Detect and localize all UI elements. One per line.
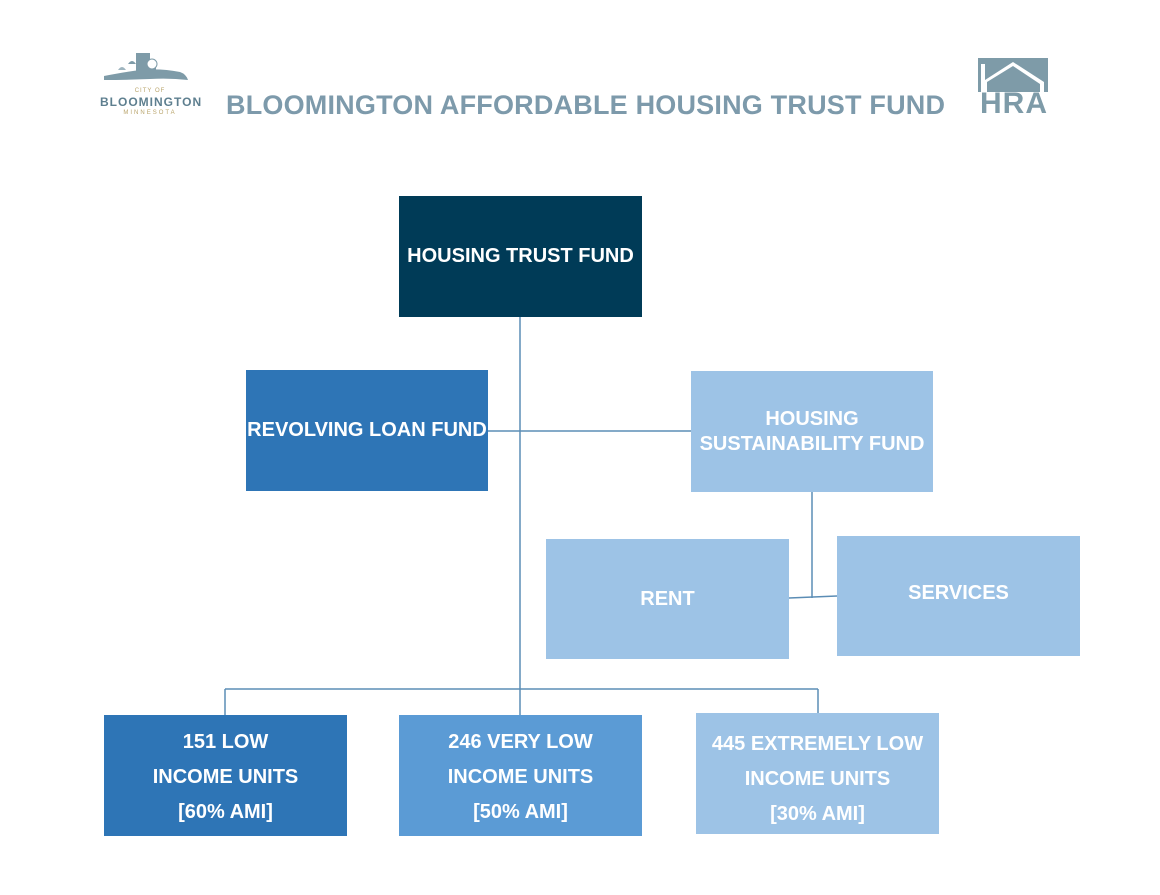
sustainability-line2: SUSTAINABILITY FUND xyxy=(699,432,925,455)
low-income-line3: [60% AMI] xyxy=(178,801,273,823)
rent-label: RENT xyxy=(640,587,695,610)
extremely-low-income-line1: 445 EXTREMELY LOW xyxy=(711,733,924,755)
extremely-low-income-line2: INCOME UNITS xyxy=(744,768,891,790)
very-low-income-line2: INCOME UNITS xyxy=(447,766,594,788)
low-income-units-node: 151 LOW INCOME UNITS [60% AMI] xyxy=(104,715,347,836)
very-low-income-line3: [50% AMI] xyxy=(473,801,568,823)
sustainability-line1: HOUSING xyxy=(765,407,859,430)
very-low-income-units-node: 246 VERY LOW INCOME UNITS [50% AMI] xyxy=(399,715,642,836)
house-roof-icon xyxy=(978,58,1048,92)
extremely-low-income-units-node: 445 EXTREMELY LOW INCOME UNITS [30% AMI] xyxy=(696,713,939,834)
rent-node: RENT xyxy=(546,539,789,659)
extremely-low-income-line3: [30% AMI] xyxy=(770,803,865,825)
low-income-line2: INCOME UNITS xyxy=(152,766,299,788)
logo-bloomington-text: BLOOMINGTON xyxy=(100,95,203,109)
hra-logo: HRA xyxy=(978,58,1050,120)
services-node: SERVICES xyxy=(837,536,1080,656)
housing-sustainability-fund-node: HOUSING SUSTAINABILITY FUND xyxy=(691,371,933,492)
logo-minnesota-text: MINNESOTA xyxy=(123,110,177,116)
very-low-income-line1: 246 VERY LOW xyxy=(448,731,593,753)
services-label: SERVICES xyxy=(908,581,1009,604)
logo-city-of-text: CITY OF xyxy=(134,88,166,94)
hra-text: HRA xyxy=(980,87,1048,120)
page-title: BLOOMINGTON AFFORDABLE HOUSING TRUST FUN… xyxy=(226,90,946,120)
revolving-loan-fund-node: REVOLVING LOAN FUND xyxy=(246,370,488,491)
low-income-line1: 151 LOW xyxy=(182,731,269,753)
housing-trust-fund-label: HOUSING TRUST FUND xyxy=(407,245,634,267)
revolving-loan-fund-label: REVOLVING LOAN FUND xyxy=(247,419,487,441)
housing-trust-fund-node: HOUSING TRUST FUND xyxy=(399,196,642,317)
